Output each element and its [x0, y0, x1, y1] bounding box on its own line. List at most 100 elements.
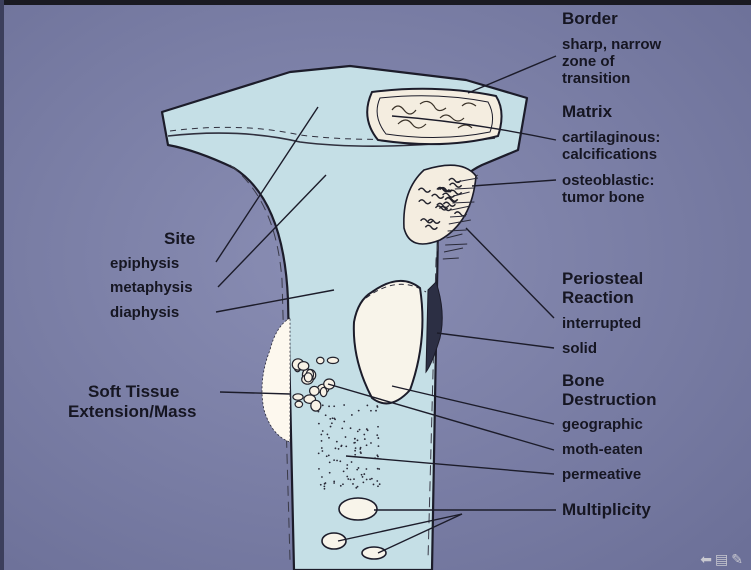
permeative-dot	[378, 445, 380, 447]
permeative-dot	[378, 468, 380, 470]
permeative-dot	[376, 434, 378, 436]
permeative-dot	[336, 460, 338, 462]
permeative-dot	[366, 444, 368, 446]
matrix-item-calcifications: calcifications	[562, 147, 657, 164]
permeative-dot	[376, 480, 378, 482]
moth-eaten-hole	[317, 357, 324, 364]
border-item-1: sharp, narrow	[562, 37, 661, 54]
permeative-dot	[370, 410, 372, 412]
permeative-dot	[340, 485, 342, 487]
site-heading: Site	[164, 230, 195, 249]
permeative-dot	[329, 461, 331, 463]
permeative-dot	[321, 476, 323, 478]
permeative-dot	[325, 482, 327, 484]
permeative-dot	[359, 448, 361, 450]
permeative-dot	[352, 483, 354, 485]
permeative-dot	[343, 470, 345, 472]
permeative-dot	[373, 484, 375, 486]
destruction-heading-2: Destruction	[562, 391, 656, 410]
slide-left-edge	[0, 0, 4, 570]
pen-icon[interactable]: ✎	[730, 552, 745, 568]
permeative-dot	[322, 404, 324, 406]
matrix-item-osteoblastic: osteoblastic:	[562, 173, 655, 190]
permeative-dot	[359, 429, 361, 431]
permeative-dot	[366, 405, 368, 407]
permeative-dot	[343, 421, 345, 423]
permeative-dot	[357, 430, 359, 432]
permeative-dot	[376, 454, 378, 456]
permeative-dot	[345, 436, 347, 438]
permeative-dot	[370, 442, 372, 444]
permeative-dot	[320, 434, 322, 436]
moth-eaten-hole	[298, 362, 309, 371]
permeative-dot	[336, 441, 338, 443]
permeative-dot	[329, 418, 331, 420]
periosteal-item-solid: solid	[562, 341, 597, 358]
permeative-dot	[343, 404, 345, 406]
multiple-lesion-1	[339, 498, 377, 520]
permeative-dot	[354, 450, 356, 452]
permeative-dot	[363, 473, 365, 475]
permeative-dot	[375, 410, 377, 412]
permeative-dot	[354, 442, 356, 444]
permeative-dot	[357, 439, 359, 441]
moth-eaten-hole	[311, 400, 321, 411]
permeative-dot	[377, 468, 379, 470]
permeative-dot	[363, 434, 365, 436]
permeative-dot	[345, 445, 347, 447]
permeative-dot	[333, 482, 335, 484]
permeative-dot	[347, 478, 349, 480]
periosteal-heading-1: Periosteal	[562, 270, 643, 289]
permeative-dot	[371, 478, 373, 480]
permeative-dot	[318, 468, 320, 470]
destruction-item-moth-eaten: moth-eaten	[562, 442, 643, 459]
permeative-dot	[358, 410, 360, 412]
permeative-dot	[366, 428, 368, 430]
moth-eaten-hole	[327, 357, 338, 363]
permeative-dot	[362, 476, 364, 478]
permeative-dot	[322, 450, 324, 452]
multiple-lesion-2	[322, 533, 346, 549]
border-item-2: zone of	[562, 54, 615, 71]
permeative-dot	[379, 483, 381, 485]
soft-tissue-label-2: Extension/Mass	[68, 403, 197, 422]
permeative-dot	[354, 454, 356, 456]
permeative-dot	[364, 438, 366, 440]
permeative-dot	[318, 423, 320, 425]
permeative-dot	[377, 426, 379, 428]
permeative-dot	[350, 427, 352, 429]
soft-tissue-label-1: Soft Tissue	[88, 383, 179, 402]
permeative-dot	[333, 480, 335, 482]
permeative-dot	[377, 437, 379, 439]
periosteal-item-interrupted: interrupted	[562, 316, 641, 333]
permeative-dot	[341, 428, 343, 430]
slide-top-edge	[0, 0, 751, 5]
moth-eaten-hole	[295, 401, 303, 407]
permeative-dot	[346, 476, 348, 478]
permeative-dot	[328, 405, 330, 407]
permeative-dot	[376, 405, 378, 407]
permeative-dot	[346, 468, 348, 470]
permeative-dot	[342, 483, 344, 485]
arrow-left-icon[interactable]: ⬅	[699, 552, 714, 568]
permeative-dot	[332, 417, 334, 419]
moth-eaten-hole	[310, 386, 319, 395]
permeative-dot	[331, 422, 333, 424]
permeative-dot	[328, 437, 330, 439]
permeative-dot	[377, 485, 379, 487]
permeative-dot	[350, 479, 352, 481]
permeative-dot	[366, 468, 368, 470]
permeative-dot	[357, 486, 359, 488]
permeative-dot	[318, 452, 320, 454]
site-item-epiphysis: epiphysis	[110, 256, 179, 273]
permeative-dot	[325, 414, 327, 416]
permeative-dot	[321, 447, 323, 449]
permeative-dot	[369, 478, 371, 480]
page-icon[interactable]: ▤	[714, 552, 730, 568]
periosteal-heading-2: Reaction	[562, 289, 634, 308]
permeative-dot	[320, 484, 322, 486]
permeative-dot	[324, 488, 326, 490]
border-heading: Border	[562, 10, 618, 29]
moth-eaten-hole	[304, 373, 312, 382]
